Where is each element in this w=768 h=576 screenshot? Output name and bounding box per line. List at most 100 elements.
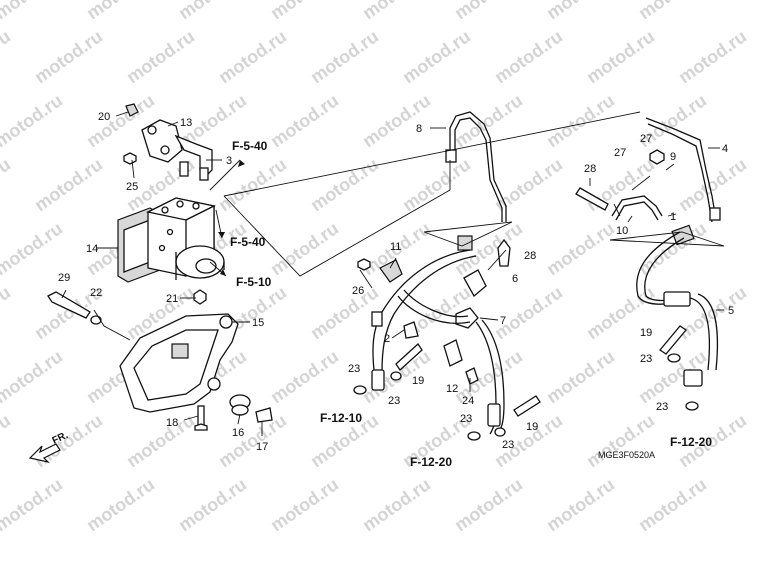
watermark-text: motod.ru — [543, 218, 618, 279]
watermark-text: motod.ru — [451, 90, 526, 151]
watermark-text: motod.ru — [0, 474, 66, 535]
callout-18: 18 — [166, 417, 178, 429]
callout-29: 29 — [58, 272, 70, 284]
callout-23: 23 — [348, 363, 360, 375]
watermark-text: motod.ru — [635, 218, 710, 279]
diagram-code: MGE3F0520A — [598, 450, 655, 460]
brake-hoses — [371, 231, 719, 435]
callout-7: 7 — [500, 315, 506, 327]
callout-28: 28 — [584, 163, 596, 175]
watermark-text: motod.ru — [267, 90, 342, 151]
callout-23: 23 — [460, 413, 472, 425]
callout-19: 19 — [412, 375, 424, 387]
callout-28: 28 — [524, 250, 536, 262]
callout-12: 12 — [446, 383, 458, 395]
watermark-text: motod.ru — [543, 346, 618, 407]
watermark-text: motod.ru — [359, 0, 434, 23]
watermark-text: motod.ru — [83, 0, 158, 23]
watermark-text: motod.ru — [0, 0, 66, 23]
watermark-text: motod.ru — [675, 282, 750, 343]
callout-13: 13 — [180, 117, 192, 129]
watermark-text: motod.ru — [215, 410, 290, 471]
watermark-text: motod.ru — [399, 26, 474, 87]
watermark-text: motod.ru — [267, 0, 342, 23]
watermark-text: motod.ru — [543, 474, 618, 535]
reference-labels: F-5-40 F-5-40 F-5-10 F-12-10 F-12-20 F-1… — [230, 139, 712, 469]
callout-23: 23 — [502, 439, 514, 451]
callout-5: 5 — [728, 305, 734, 317]
watermark-text: motod.ru — [583, 26, 658, 87]
callout-27: 27 — [614, 147, 626, 159]
watermark-text: motod.ru — [31, 410, 106, 471]
mounting-bolt — [47, 291, 102, 325]
watermark-text: motod.ru — [635, 474, 710, 535]
callout-numbers: 20 13 3 25 14 15 29 22 21 18 16 17 8 11 … — [58, 111, 734, 453]
callout-14: 14 — [86, 243, 98, 255]
watermark-text: motod.ru — [307, 154, 382, 215]
watermark-text: motod.ru — [0, 154, 14, 215]
watermark-text: motod.ru — [0, 346, 66, 407]
callout-11: 11 — [390, 241, 401, 253]
callout-25: 25 — [126, 181, 138, 193]
callout-15: 15 — [252, 317, 264, 329]
watermark-text: motod.ru — [0, 90, 66, 151]
watermark-text: motod.ru — [31, 26, 106, 87]
callout-24: 24 — [462, 395, 474, 407]
ref-f-5-10: F-5-10 — [236, 275, 272, 289]
callout-9: 9 — [670, 151, 676, 163]
watermark-text: motod.ru — [215, 26, 290, 87]
watermark-text: motod.ru — [307, 26, 382, 87]
watermark-text: motod.ru — [359, 474, 434, 535]
watermark-text: motod.ru — [675, 154, 750, 215]
callout-23: 23 — [388, 395, 400, 407]
callout-20: 20 — [98, 111, 110, 123]
callout-8: 8 — [416, 123, 422, 135]
callout-23: 23 — [640, 353, 652, 365]
watermark-text: motod.ru — [123, 26, 198, 87]
watermark-text: motod.ru — [267, 474, 342, 535]
watermark-text: motod.ru — [31, 154, 106, 215]
bolts-washers — [353, 149, 699, 441]
callout-19: 19 — [526, 421, 538, 433]
ref-f-5-40-top: F-5-40 — [232, 139, 268, 153]
ref-f-12-20-right: F-12-20 — [670, 435, 712, 449]
watermark-text: motod.ru — [451, 474, 526, 535]
watermark-text: motod.ru — [675, 26, 750, 87]
callout-22: 22 — [90, 287, 102, 299]
callout-6: 6 — [512, 273, 518, 285]
callout-26: 26 — [352, 285, 364, 297]
watermark-text: motod.ru — [0, 410, 14, 471]
watermark-text: motod.ru — [491, 282, 566, 343]
watermark-text: motod.ru — [307, 282, 382, 343]
watermark-text: motod.ru — [451, 0, 526, 23]
callout-23: 23 — [656, 401, 668, 413]
watermark-text: motod.ru — [543, 0, 618, 23]
watermark-text: motod.ru — [399, 154, 474, 215]
callout-10: 10 — [616, 225, 628, 237]
callout-21: 21 — [166, 293, 178, 305]
callout-16: 16 — [232, 427, 244, 439]
watermark-text: motod.ru — [491, 154, 566, 215]
callout-4: 4 — [722, 143, 728, 155]
ref-f-5-40-mid: F-5-40 — [230, 235, 266, 249]
callout-17: 17 — [256, 441, 268, 453]
abs-modulator-assembly — [117, 197, 225, 305]
watermark-text: motod.ru — [491, 26, 566, 87]
reference-arrows — [218, 160, 245, 276]
watermark-text: motod.ru — [0, 26, 14, 87]
watermark-text: motod.ru — [0, 218, 66, 279]
watermark-text: motod.ru — [267, 218, 342, 279]
callout-1: 1 — [670, 211, 676, 223]
watermark-text: motod.ru — [543, 90, 618, 151]
callout-27: 27 — [640, 133, 652, 145]
three-way-joint-assembly — [123, 103, 213, 181]
watermark-text: motod.ru — [175, 474, 250, 535]
watermark-text: motod.ru — [583, 410, 658, 471]
watermark-text: motod.ru — [83, 474, 158, 535]
watermark-text: motod.ru — [267, 346, 342, 407]
watermark-text: motod.ru — [635, 0, 710, 23]
callout-19: 19 — [640, 327, 652, 339]
watermark-text: motod.ru — [175, 0, 250, 23]
modulator-stay — [119, 313, 273, 431]
